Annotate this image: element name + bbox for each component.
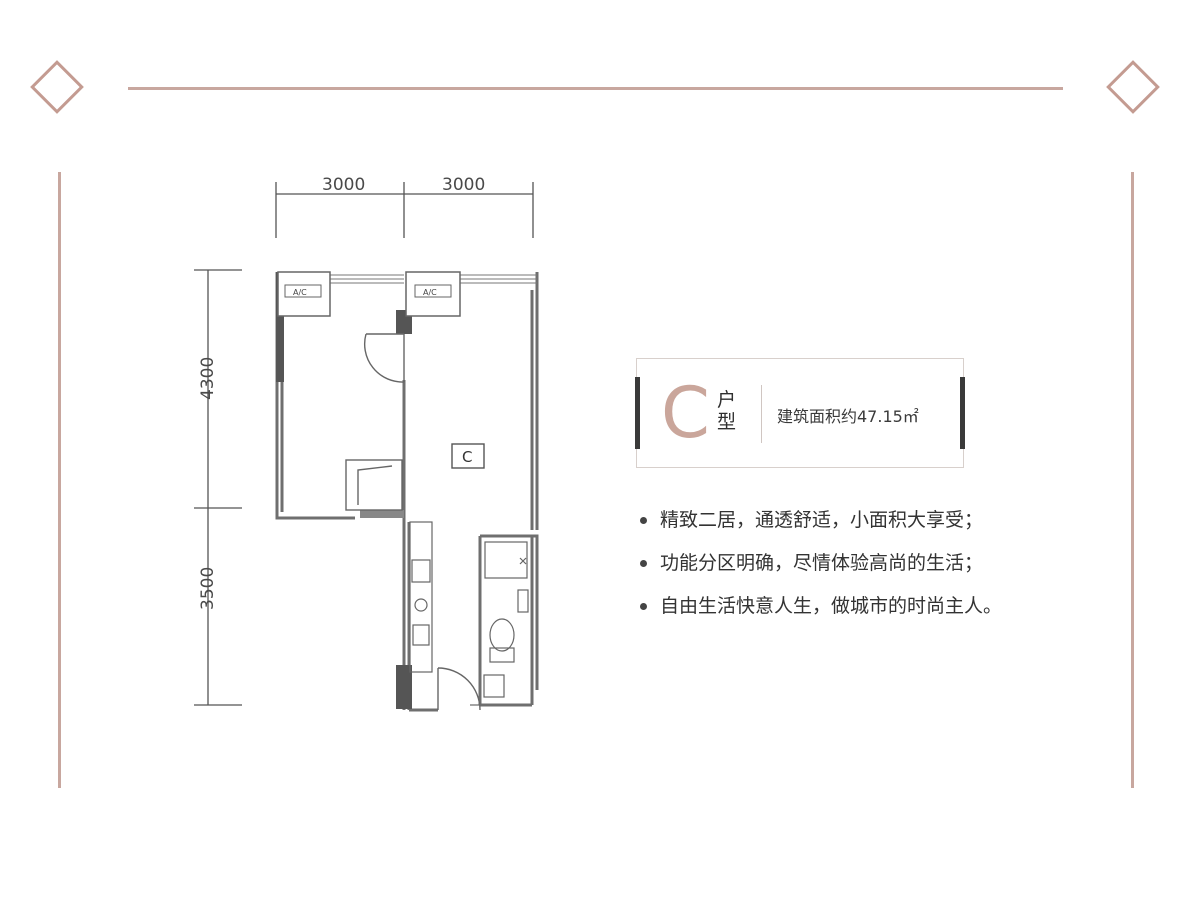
badge-right-bar [960,377,965,449]
feature-text: 功能分区明确，尽情体验高尚的生活； [660,552,984,574]
unit-letter: C [661,372,710,454]
wall-block [396,665,412,709]
dim-left-lower: 3500 [198,567,218,610]
feature-item: 精致二居，通透舒适，小面积大享受； [636,508,1002,533]
kitchen-counter [409,521,433,673]
bullet-icon [640,560,647,567]
bullet-icon [640,517,647,524]
room-label-box: C [451,443,485,469]
left-diamond-ornament [30,60,84,114]
left-dimension-lines [194,269,242,706]
svg-text:A/C: A/C [293,288,307,297]
bullet-icon [640,603,647,610]
room-label: C [462,448,472,466]
badge-divider [761,385,762,443]
bedroom-door [363,333,405,383]
dim-top-right: 3000 [442,175,485,195]
right-diamond-ornament [1106,60,1160,114]
unit-type-label: 户型 [717,389,737,433]
left-frame-line [58,172,61,788]
feature-text: 精致二居，通透舒适，小面积大享受； [660,509,984,531]
feature-list: 精致二居，通透舒适，小面积大享受； 功能分区明确，尽情体验高尚的生活； 自由生活… [636,508,1002,637]
svg-text:A/C: A/C [423,288,437,297]
top-dimension-lines [275,182,534,238]
feature-item: 功能分区明确，尽情体验高尚的生活； [636,551,1002,576]
unit-area: 建筑面积约47.15㎡ [777,407,919,426]
entry-door [437,667,481,711]
unit-type-badge: C 户型 建筑面积约47.15㎡ [635,358,965,468]
bathroom-fixtures [470,541,529,706]
wall-block [360,510,404,518]
ac-unit-2: A/C [405,271,461,317]
feature-text: 自由生活快意人生，做城市的时尚主人。 [660,595,1003,617]
feature-item: 自由生活快意人生，做城市的时尚主人。 [636,594,1002,619]
badge-left-bar [635,377,640,449]
dim-left-upper: 4300 [198,357,218,400]
dim-top-left: 3000 [322,175,365,195]
top-divider-line [128,87,1063,90]
ac-unit-1: A/C [277,271,331,317]
right-frame-line [1131,172,1134,788]
wardrobe [345,459,403,511]
walls [275,272,539,712]
floor-plan: 3000 3000 4300 3500 [194,175,539,712]
window-strip [330,274,537,284]
wall-block [276,272,284,382]
